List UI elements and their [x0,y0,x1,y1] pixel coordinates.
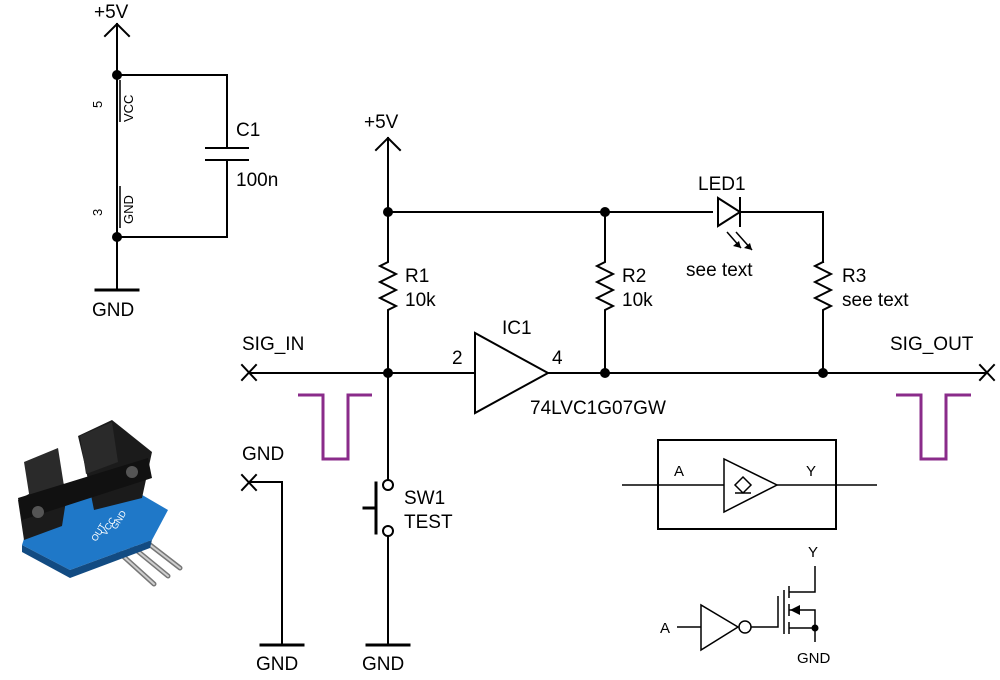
main-supply: +5V [364,112,824,263]
sw1-contact-bottom [382,525,394,537]
mount-hole-icon [32,506,44,518]
vcc-arrow-top [103,22,131,239]
sw1-actuator [362,481,378,535]
c1-to-gnd-wire [116,159,228,238]
sw1-value: TEST [404,512,453,533]
internal-a: A [660,620,670,637]
junction-dot [818,368,828,378]
ic1-ref: IC1 [502,318,532,339]
led1-arrowheads [733,241,752,250]
sig-in-label: SIG_IN [242,334,304,355]
pin3-name: GND [121,195,136,224]
gnd-port-wire [248,481,283,646]
r3-value: see text [842,290,909,311]
sig-out-label: SIG_OUT [890,334,974,355]
r1-symbol [377,211,399,374]
gnd-port: GND GND [240,444,305,675]
c1-symbol [205,147,249,161]
logic-symbol-a: A [674,463,684,480]
logic-symbol: A Y [622,439,877,530]
r3-symbol [812,260,834,374]
vcc-to-c1-wire [116,74,228,149]
logic-symbol-buffer [723,457,779,514]
r1-ref: R1 [405,266,429,287]
mosfet-leads [789,566,816,642]
internal-gnd: GND [797,650,831,667]
gnd-port-label: GND [242,444,284,465]
pin5-name: VCC [121,95,136,122]
led1-ref: LED1 [698,174,746,195]
sw1-gnd-label: GND [362,654,404,675]
r1-resistor: R1 10k [377,211,436,374]
gate-wire [751,596,779,628]
module-pcb [22,482,168,570]
vcc-arrow-main [374,136,402,213]
ic1-pin-out: 4 [552,348,563,369]
logic-symbol-y: Y [806,463,816,480]
top-rail-wire [387,211,824,263]
r2-resistor: R2 10k [594,211,653,374]
led1-value: see text [686,260,753,281]
r3-ref: R3 [842,266,866,287]
pin5-number: 5 [90,101,105,108]
r1-value: 10k [405,290,436,311]
junction-dot [811,624,819,632]
inverter-bubble [738,620,752,634]
r2-symbol [594,211,616,374]
c1-value: 100n [236,170,278,191]
junction-dot [600,368,610,378]
ic1-part: 74LVC1G07GW [530,398,666,419]
sensor-prong-right [80,422,118,474]
sw1-ref: SW1 [404,488,445,509]
ic1-pin-in: 2 [452,348,463,369]
output-pulse-waveform [896,393,971,461]
sensor-module-image: GND VCC OUT [18,420,183,587]
ic1-buffer-symbol [474,331,551,415]
led1-diode: LED1 see text [686,174,753,281]
gnd-port-bottom-label: GND [256,654,298,675]
r3-resistor: R3 see text [812,260,909,374]
junction-dot [112,70,122,80]
module-pcb-edge [22,540,152,578]
internal-equivalent: A Y GND [660,544,831,667]
sw1-contact-top [382,479,394,491]
pin3-number: 3 [90,209,105,216]
mosfet-arrow [790,605,800,615]
gnd-label: GND [92,300,134,321]
mount-hole-icon [126,466,138,478]
input-pulse-waveform [298,393,372,461]
sig-out-cross [978,363,996,382]
power-decoupling: +5V C1 100n GND 5 VCC 3 GND [90,2,278,321]
sw1-switch: SW1 TEST GND [362,372,453,675]
sensor-base [18,458,152,520]
open-drain-diamond [733,475,753,495]
vcc-main-label: +5V [364,112,399,133]
signal-path: SIG_IN IC1 2 4 74LVC1G07GW SIG_OUT [240,318,996,419]
r2-value: 10k [622,290,653,311]
r2-ref: R2 [622,266,646,287]
internal-inverter [700,603,740,652]
led1-triangle [717,196,742,228]
vcc-top-label: +5V [94,2,129,23]
internal-y: Y [808,544,818,561]
c1-ref: C1 [236,120,260,141]
